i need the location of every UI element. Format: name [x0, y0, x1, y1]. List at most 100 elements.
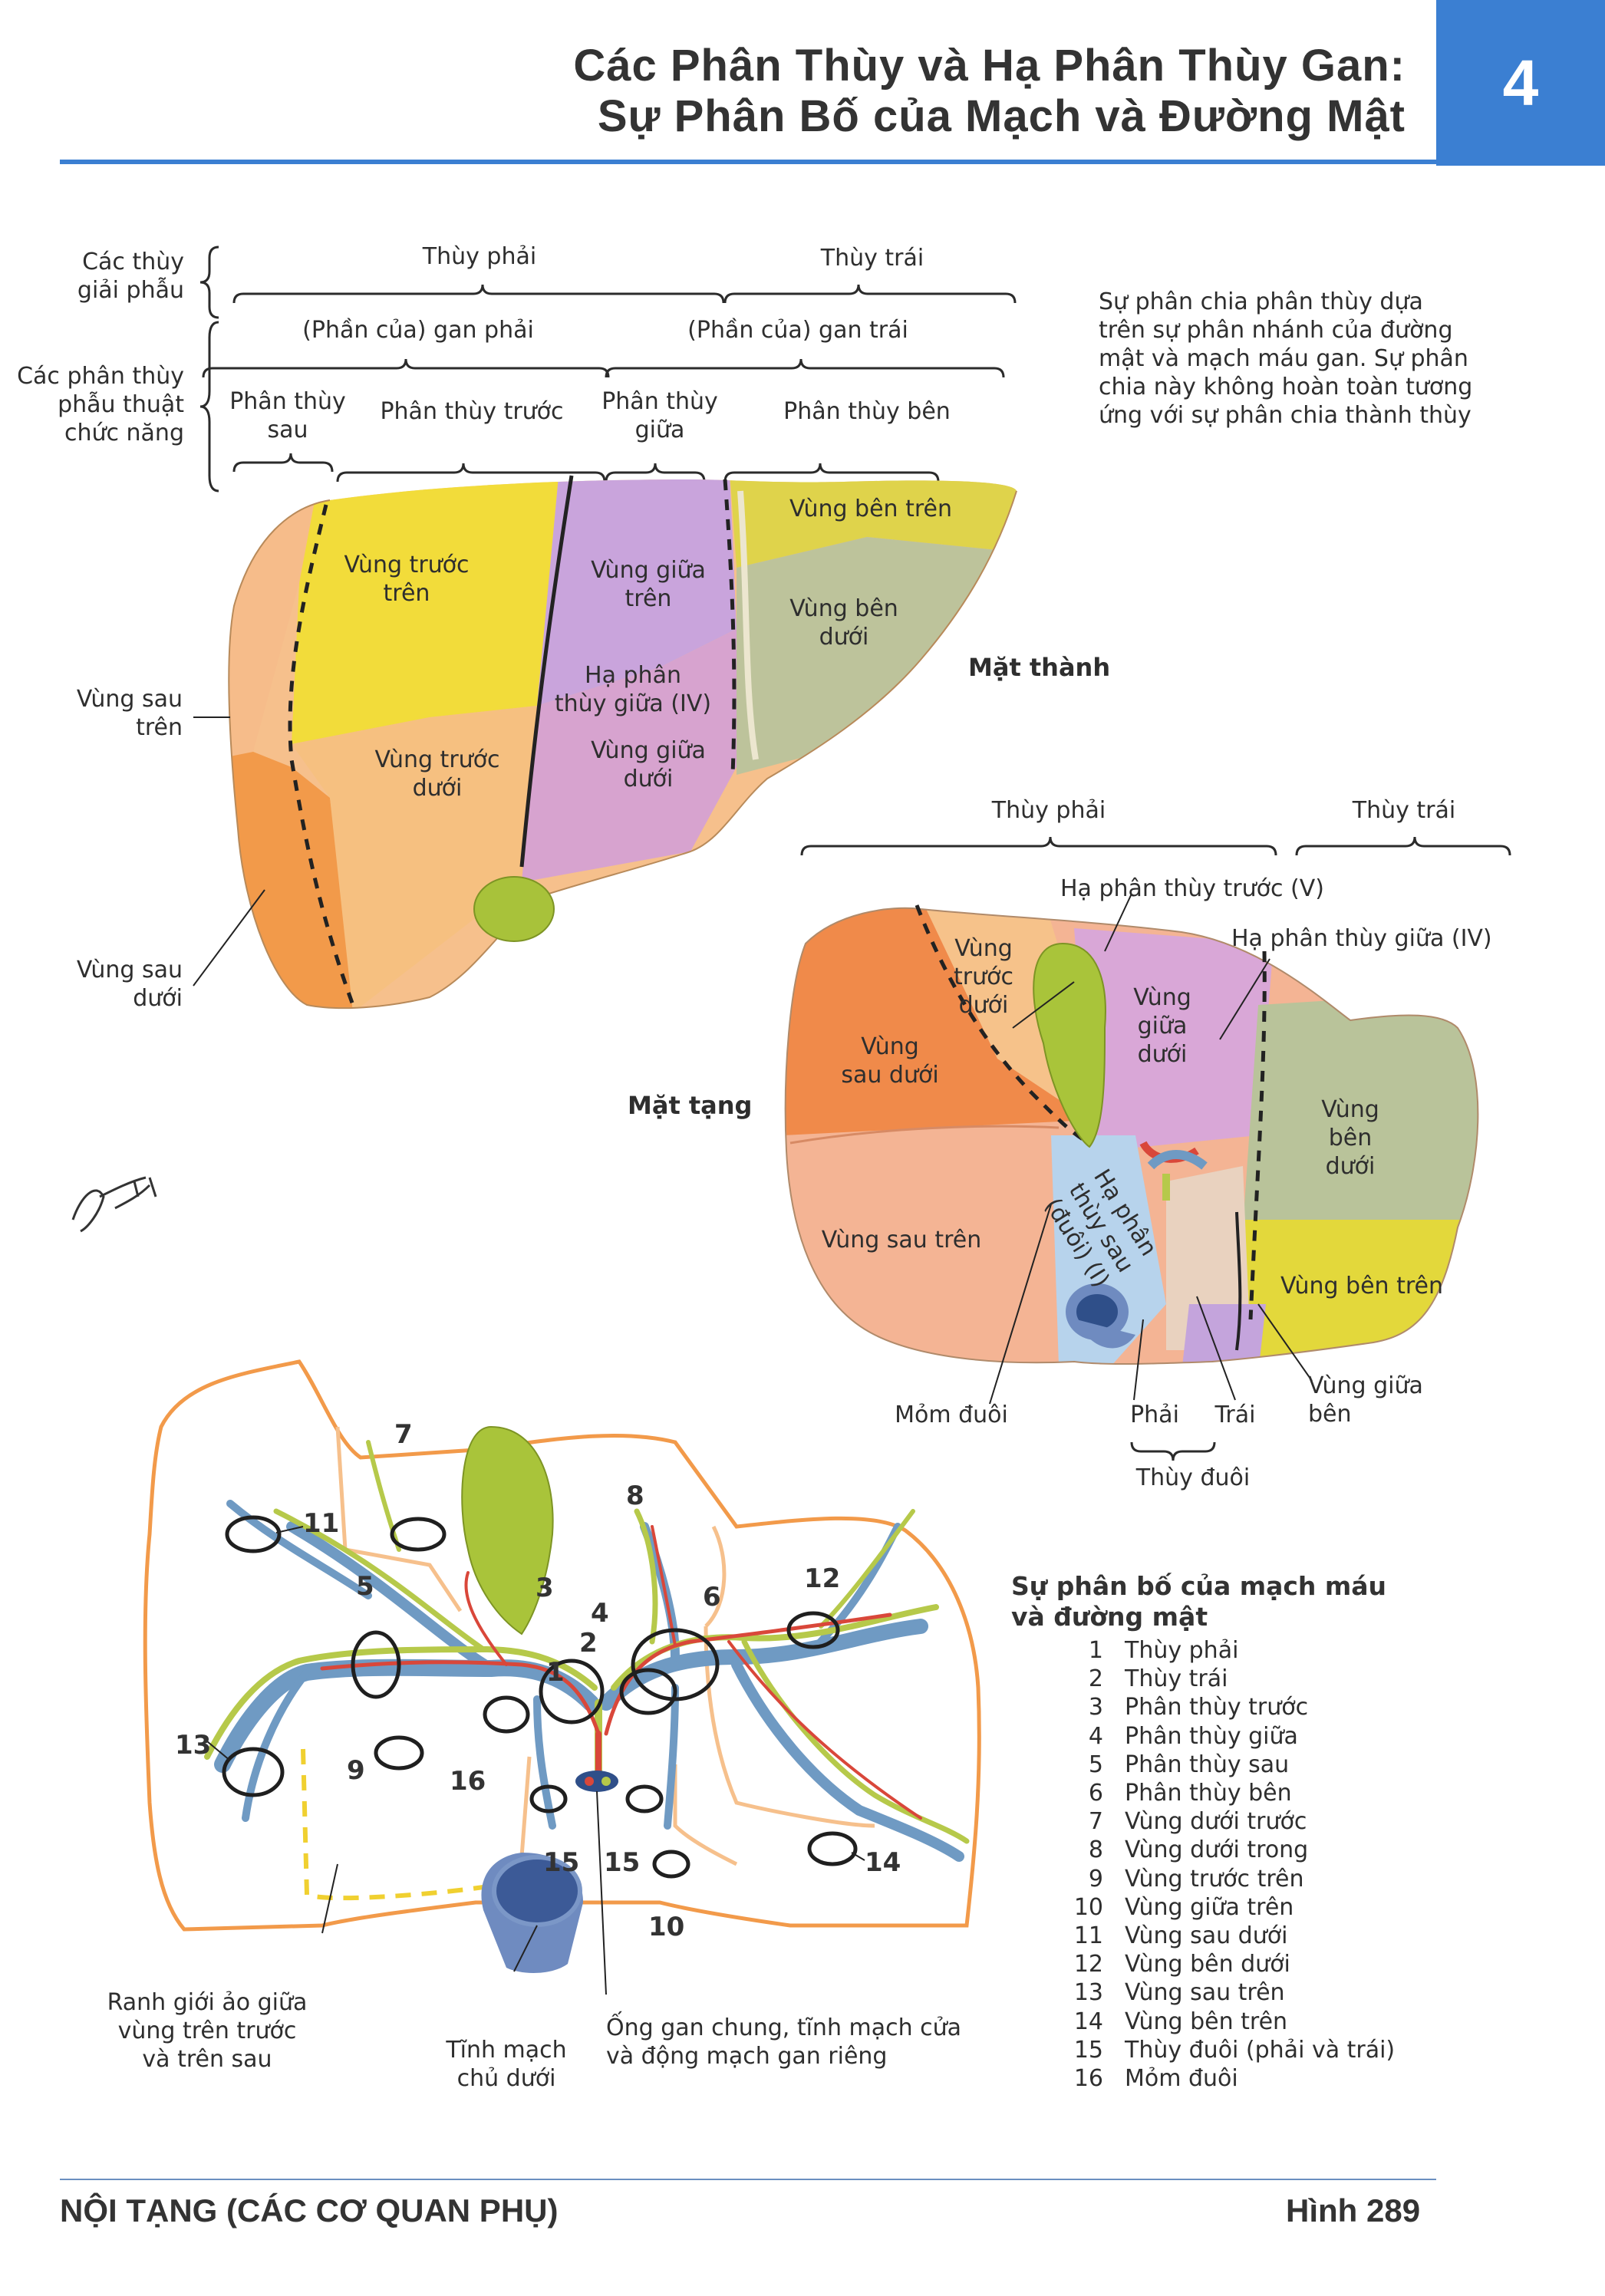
top-lobe-right-label: Thùy phải [422, 243, 537, 270]
footer-figure-number: Hình 289 [1286, 2192, 1421, 2228]
visc-region-lateral-superior: Vùng bên trên [1280, 1273, 1444, 1300]
legend-item-number: 4 [1088, 1722, 1103, 1750]
region-posterior-inferior: Vùng sau dưới [76, 957, 183, 1012]
marker-15-left: 15 [604, 1847, 641, 1878]
page-title-line1: Các Phân Thùy và Hạ Phân Thùy Gan: [573, 41, 1406, 91]
legend-item: 8 Vùng dưới trong [1066, 1836, 1395, 1864]
region-medial-superior: Vùng giữa trên [591, 557, 706, 612]
legend-item-number: 5 [1088, 1751, 1103, 1778]
legend-item: 13 Vùng sau trên [1066, 1978, 1395, 2007]
region-lateral-inferior: Vùng bên dưới [789, 595, 898, 651]
artist-signature [71, 1176, 157, 1233]
visc-region-medial-inferior: Vùng giữa dưới [1133, 984, 1191, 1068]
surface-visceral-label: Mặt tạng [628, 1091, 753, 1120]
segmentation-note: Sự phân chia phân thùy dựa trên sự phân … [1099, 288, 1473, 429]
visceral-lobe-right-label: Thùy phải [991, 797, 1106, 824]
top-brackets [199, 245, 1017, 492]
legend-item: 1 Thùy phải [1066, 1636, 1395, 1665]
region-anterior-inferior: Vùng trước dưới [374, 746, 500, 802]
region-posterior-superior: Vùng sau trên [76, 686, 183, 741]
callout-anterior-subsegment-v: Hạ phân thùy trước (V) [1060, 875, 1324, 902]
legend-item-text: Thùy đuôi (phải và trái) [1125, 2036, 1396, 2064]
legend-item-text: Vùng dưới trong [1125, 1836, 1309, 1864]
caudate-lobe-label: Thùy đuôi [1135, 1464, 1251, 1491]
legend-item-text: Vùng bên trên [1125, 2008, 1288, 2035]
legend-item-text: Phân thùy bên [1125, 1780, 1292, 1807]
marker-1: 1 [546, 1657, 565, 1688]
marker-10: 10 [648, 1912, 685, 1942]
caption-common-hepatic-duct: Ống gan chung, tĩnh mạch cửa và động mạc… [606, 2014, 962, 2070]
legend-item-number: 1 [1088, 1637, 1103, 1664]
marker-5: 5 [356, 1571, 374, 1602]
legend-item: 9 Vùng trước trên [1066, 1865, 1395, 1893]
legend-item: 16 Mỏm đuôi [1066, 2064, 1395, 2093]
marker-8: 8 [626, 1481, 644, 1511]
marker-7: 7 [394, 1419, 413, 1450]
region-medial-inferior: Vùng giữa dưới [591, 737, 706, 792]
legend-item-number: 6 [1088, 1780, 1103, 1807]
plate-number: 4 [1502, 46, 1539, 119]
legend-item-text: Thùy phải [1125, 1637, 1239, 1664]
legend-item-text: Mỏm đuôi [1125, 2065, 1238, 2093]
top-part-right-label: (Phần của) gan phải [302, 317, 534, 344]
legend-item-number: 15 [1073, 2036, 1103, 2064]
legend-item: 3 Phân thùy trước [1066, 1693, 1395, 1721]
visc-region-medial-lateral: Vùng giữa bên [1308, 1372, 1423, 1428]
visc-region-anterior-inferior: Vùng trước dưới [954, 935, 1013, 1019]
caption-inferior-vena-cava: Tĩnh mạch chủ dưới [446, 2037, 567, 2092]
legend-item-number: 13 [1073, 1979, 1103, 2007]
legend-item: 4 Phân thùy giữa [1066, 1722, 1395, 1751]
page-title-line2: Sự Phân Bố của Mạch và Đường Mật [597, 91, 1406, 141]
legend-item: 5 Phân thùy sau [1066, 1751, 1395, 1779]
row-label-anatomic-lobes: Các thùy giải phẫu [77, 249, 184, 304]
marker-4: 4 [591, 1598, 609, 1629]
marker-13: 13 [175, 1730, 212, 1761]
legend-item-text: Phân thùy giữa [1125, 1722, 1298, 1750]
legend-item-number: 12 [1073, 1951, 1103, 1978]
legend-item-text: Vùng trước trên [1125, 1865, 1304, 1892]
legend-item-text: Vùng bên dưới [1125, 1951, 1290, 1978]
legend-item: 12 Vùng bên dưới [1066, 1950, 1395, 1978]
top-lobe-left-label: Thùy trái [820, 245, 924, 272]
caudate-process-label: Mỏm đuôi [895, 1402, 1008, 1428]
legend-item-text: Vùng dưới trước [1125, 1808, 1307, 1836]
liver-visceral [784, 893, 1479, 1405]
legend-item-number: 3 [1088, 1694, 1103, 1721]
segment-medial-label: Phân thùy giữa [601, 388, 718, 443]
legend-item-text: Phân thùy trước [1125, 1694, 1309, 1721]
visceral-brackets [800, 836, 1511, 1461]
visceral-lobe-left-label: Thùy trái [1352, 797, 1456, 824]
marker-6: 6 [703, 1582, 721, 1612]
visc-region-lateral-inferior: Vùng bên dưới [1321, 1096, 1379, 1180]
legend-title: Sự phân bố của mạch máu và đường mật [1011, 1571, 1387, 1632]
marker-14: 14 [865, 1847, 901, 1878]
marker-12: 12 [804, 1563, 841, 1594]
legend-item-number: 2 [1088, 1665, 1103, 1693]
segment-anterior-label: Phân thùy trước [380, 398, 564, 425]
header-rule [60, 160, 1436, 164]
marker-16: 16 [450, 1766, 486, 1797]
legend-item-text: Thùy trái [1125, 1665, 1228, 1693]
legend-item-text: Phân thùy sau [1125, 1751, 1290, 1778]
row-label-functional-segments: Các phân thùy phẫu thuật chức năng [17, 363, 184, 446]
visc-region-posterior-inferior: Vùng sau dưới [841, 1033, 939, 1089]
legend-item-number: 16 [1073, 2065, 1103, 2093]
callout-medial-subsegment-iv: Hạ phân thùy giữa (IV) [1231, 925, 1492, 952]
legend-item-number: 9 [1088, 1865, 1103, 1892]
region-medial-subsegment-iv: Hạ phân thùy giữa (IV) [554, 662, 712, 717]
legend-item: 2 Thùy trái [1066, 1665, 1395, 1693]
legend-item: 6 Phân thùy bên [1066, 1779, 1395, 1807]
region-lateral-superior: Vùng bên trên [789, 496, 953, 522]
marker-9: 9 [347, 1755, 365, 1786]
region-anterior-superior: Vùng trước trên [344, 552, 470, 607]
plate-number-tab: 4 [1436, 0, 1605, 166]
surface-diaphragmatic-label: Mặt thành [968, 653, 1111, 682]
caudate-left-label: Trái [1214, 1402, 1256, 1428]
legend-item-number: 8 [1088, 1836, 1103, 1864]
legend-item-text: Vùng sau trên [1125, 1979, 1285, 2007]
